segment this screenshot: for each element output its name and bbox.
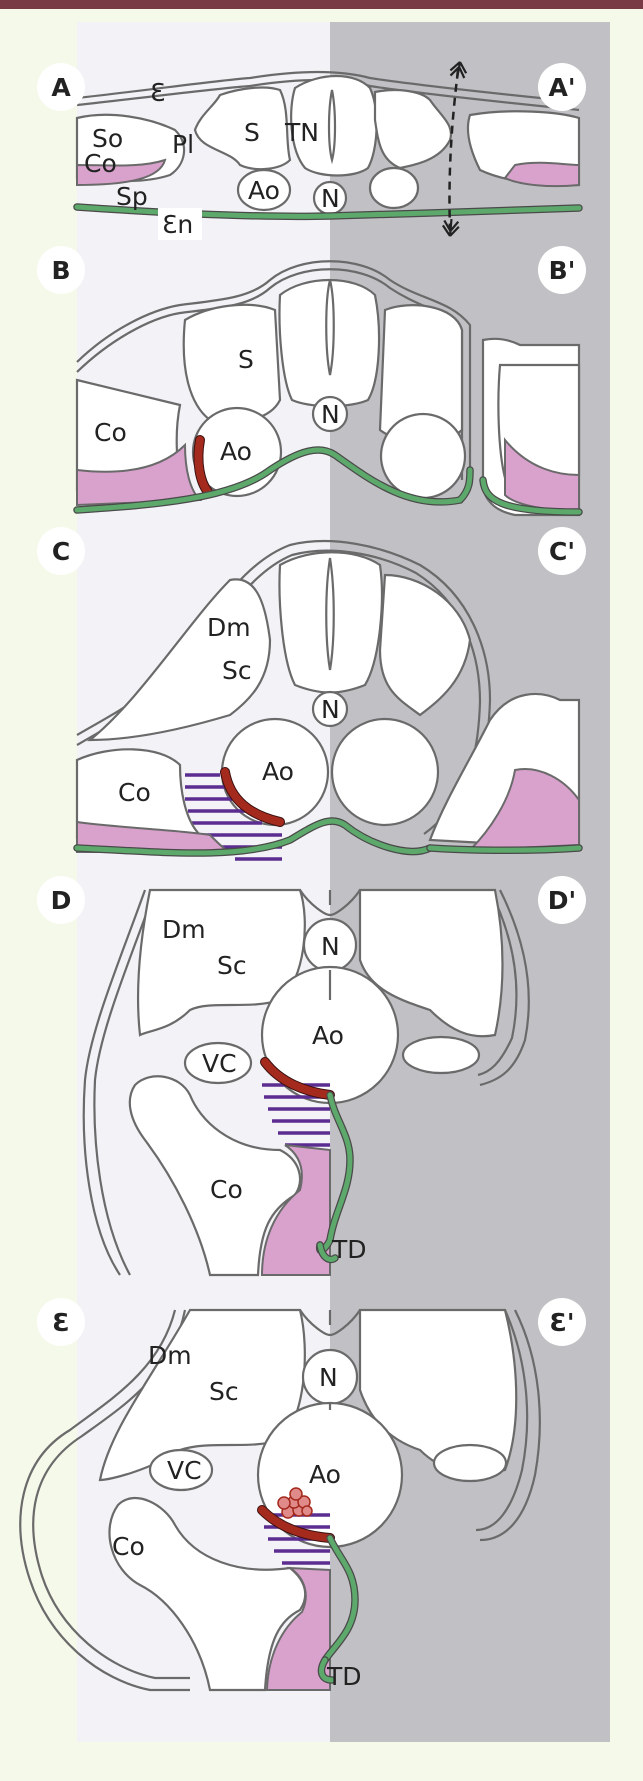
label-d-sc: Sc xyxy=(217,951,247,980)
svg-text:A': A' xyxy=(548,73,575,102)
notochord-b xyxy=(311,395,349,433)
mesentery-pink-e xyxy=(265,1566,331,1691)
mesentery-pink-d xyxy=(260,1144,331,1276)
label-d-n: N xyxy=(321,932,340,961)
label-a-pl: Pl xyxy=(172,130,194,159)
panel-e-left-badge: Ɛ xyxy=(37,1298,85,1346)
label-e-dm: Dm xyxy=(148,1341,192,1370)
svg-text:D': D' xyxy=(548,886,576,915)
svg-text:Ɛ: Ɛ xyxy=(52,1308,69,1337)
neural-tube-c xyxy=(278,551,383,694)
svg-text:B: B xyxy=(51,256,70,285)
label-d-dm: Dm xyxy=(162,915,206,944)
label-c-sc: Sc xyxy=(222,656,252,685)
svg-text:C': C' xyxy=(549,537,575,566)
panel-e xyxy=(19,1308,541,1692)
panel-c xyxy=(73,539,583,861)
label-e-co: Co xyxy=(112,1532,145,1561)
label-b-s: S xyxy=(238,345,254,374)
label-c-co: Co xyxy=(118,778,151,807)
coelom-a-left xyxy=(76,158,167,187)
label-e-td: TD xyxy=(326,1662,362,1691)
notochord-c xyxy=(311,690,349,728)
label-a-endoderm: Ɛn xyxy=(162,210,193,239)
panel-d-left-badge: D xyxy=(37,876,85,924)
svg-text:Ɛ': Ɛ' xyxy=(549,1308,574,1337)
label-a-n: N xyxy=(321,184,340,213)
label-a-ao: Ao xyxy=(248,176,280,205)
label-c-n: N xyxy=(321,695,340,724)
label-d-co: Co xyxy=(210,1175,243,1204)
label-a-so: So xyxy=(92,124,123,153)
label-e-ao: Ao xyxy=(309,1460,341,1489)
label-a-sp: Sp xyxy=(116,182,148,211)
vena-cava-d xyxy=(183,1041,253,1085)
label-d-vc: VC xyxy=(202,1049,237,1078)
svg-text:C: C xyxy=(52,537,70,566)
panel-d xyxy=(82,888,530,1277)
svg-text:B': B' xyxy=(549,256,576,285)
panel-b xyxy=(73,260,583,517)
label-a-co: Co xyxy=(84,149,117,178)
vessel-right-c xyxy=(330,717,440,827)
panel-d-right-badge: D' xyxy=(538,876,586,924)
panel-a-left-badge: A xyxy=(37,63,85,111)
vessel-right-b xyxy=(379,412,467,500)
label-d-ao: Ao xyxy=(312,1021,344,1050)
coelom-c-right xyxy=(467,768,580,852)
coelom-b-right xyxy=(504,437,580,512)
label-e-vc: VC xyxy=(167,1456,202,1485)
vessel-right-a xyxy=(368,166,420,210)
aorta-a xyxy=(236,168,292,212)
dermomyotome-d-right xyxy=(358,888,504,1038)
label-c-ao: Ao xyxy=(262,757,294,786)
coelom-a-right xyxy=(503,161,580,188)
label-b-ao: Ao xyxy=(220,437,252,466)
label-e-n: N xyxy=(319,1363,338,1392)
panel-a-right-badge: A' xyxy=(538,63,586,111)
label-a-ectoderm: Ɛ xyxy=(150,78,165,107)
cell-cluster-e xyxy=(277,1487,313,1519)
dermomyotome-d xyxy=(136,888,306,1037)
dermomyotome-c xyxy=(86,578,272,742)
label-d-td: TD xyxy=(331,1235,367,1264)
panel-a xyxy=(73,59,583,238)
vessel-right-e xyxy=(432,1443,508,1483)
svg-text:D: D xyxy=(51,886,72,915)
coelom-e xyxy=(108,1497,307,1692)
top-accent-bar xyxy=(0,0,643,9)
panel-c-right-badge: C' xyxy=(538,527,586,575)
somite-right xyxy=(373,89,453,170)
somite-left xyxy=(193,86,292,171)
label-c-dm: Dm xyxy=(207,613,251,642)
neural-tube xyxy=(290,74,378,177)
label-e-sc: Sc xyxy=(209,1377,239,1406)
label-a-tn: TN xyxy=(284,118,319,147)
panel-c-left-badge: C xyxy=(37,527,85,575)
label-a-s: S xyxy=(244,118,260,147)
svg-text:A: A xyxy=(51,73,71,102)
panel-b-right-badge: B' xyxy=(538,246,586,294)
vena-cava-e xyxy=(148,1448,214,1492)
vessel-right-d xyxy=(401,1035,481,1075)
panel-b-left-badge: B xyxy=(37,246,85,294)
panel-e-right-badge: Ɛ' xyxy=(538,1298,586,1346)
neural-tube-b xyxy=(278,279,381,408)
mesenchyme-stripes-c xyxy=(185,773,282,861)
somite-b xyxy=(182,303,282,423)
somite-c-right xyxy=(378,573,472,717)
label-b-n: N xyxy=(321,400,340,429)
label-b-co: Co xyxy=(94,418,127,447)
